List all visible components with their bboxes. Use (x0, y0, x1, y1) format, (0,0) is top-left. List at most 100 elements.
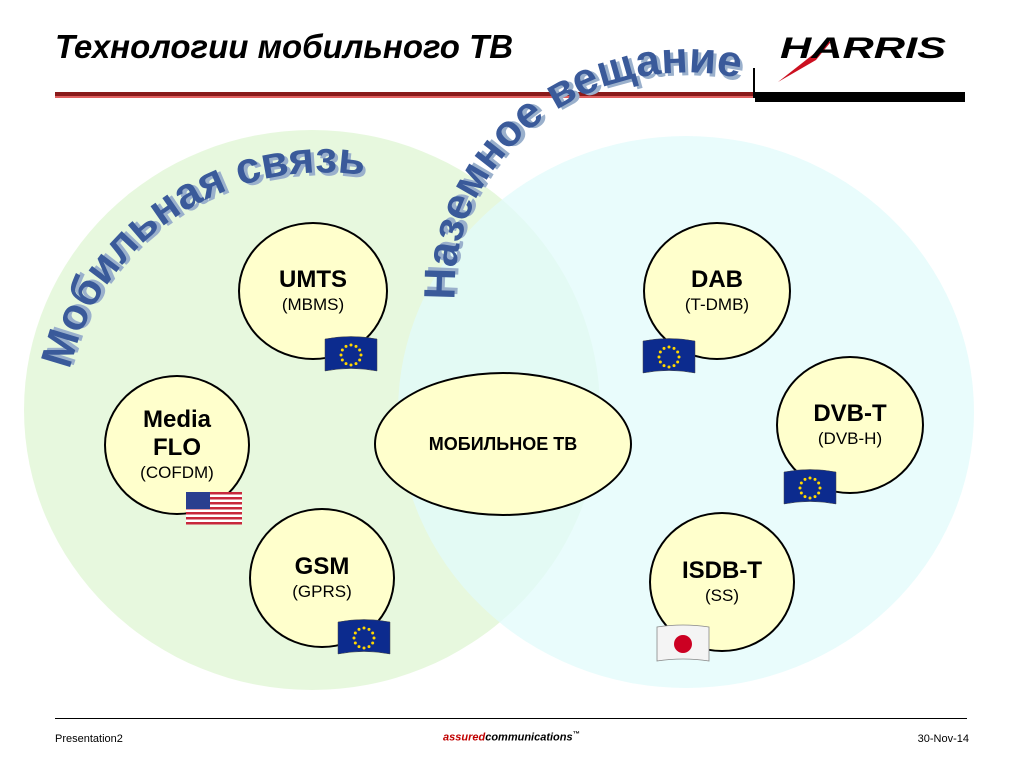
us-stripe (186, 494, 242, 497)
eu-star (339, 353, 343, 357)
us-stripe (186, 514, 242, 517)
eu-star (357, 645, 361, 649)
us-stripe (186, 517, 242, 520)
eu-star (803, 477, 807, 481)
eu-star (359, 353, 363, 357)
eu-star (357, 627, 361, 631)
us-stripe (186, 497, 242, 500)
eu-star (658, 360, 662, 364)
title-rule (55, 92, 755, 96)
eu-star (662, 364, 666, 368)
eu-star (799, 491, 803, 495)
footer-brand-communications: communications (485, 731, 573, 744)
eu-flag-icon (783, 469, 837, 505)
node-gsm-title: GSM (294, 553, 350, 581)
us-stripe (186, 499, 242, 502)
node-dab-subtitle: (T-DMB) (684, 294, 750, 314)
node-mobile-tv: МОБИЛЬНОЕ ТВ (374, 372, 632, 516)
node-mobile-tv-title: МОБИЛЬНОЕ ТВ (428, 433, 578, 454)
us-flag-icon (186, 492, 242, 525)
eu-star (372, 636, 376, 640)
footer-date: 30-Nov-14 (917, 733, 969, 745)
eu-star (817, 481, 821, 485)
title-rule-black (755, 92, 965, 102)
eu-star (358, 348, 362, 352)
eu-star (371, 631, 375, 635)
eu-star (676, 350, 680, 354)
footer-brand-assured: assured (443, 731, 486, 744)
eu-star (672, 364, 676, 368)
eu-star (672, 346, 676, 350)
eu-star (362, 626, 366, 630)
node-mediaflo-title-2: FLO (153, 433, 201, 461)
node-isdbt-subtitle: (SS) (705, 585, 739, 605)
eu-flag-icon (337, 619, 391, 655)
node-gsm-subtitle: (GPRS) (292, 581, 352, 601)
node-dvbt-subtitle: (DVB-H) (817, 428, 883, 448)
broadcast-circle (398, 136, 974, 688)
node-dvbt: DVB-T (DVB-H) (776, 356, 924, 494)
node-mediaflo: Media FLO (COFDM) (104, 375, 250, 515)
eu-flag-icon (324, 336, 378, 372)
logo-text: HARRIS (780, 32, 946, 65)
us-stripe (186, 507, 242, 510)
footer-brand-tm: ™ (572, 731, 580, 738)
eu-star (657, 355, 661, 359)
eu-star (367, 645, 371, 649)
eu-star (808, 476, 812, 480)
node-mediaflo-subtitle: (COFDM) (140, 462, 214, 482)
us-stripe (186, 512, 242, 515)
eu-star (676, 360, 680, 364)
eu-star (803, 495, 807, 499)
node-umts-title: UMTS (279, 266, 347, 294)
eu-star (353, 641, 357, 645)
node-dvbt-title: DVB-T (813, 400, 887, 428)
eu-star (367, 627, 371, 631)
node-umts-subtitle: (MBMS) (281, 294, 345, 314)
footer-rule (55, 718, 967, 719)
footer-presentation-name: Presentation2 (55, 733, 123, 745)
eu-star (662, 346, 666, 350)
us-stripe (186, 504, 242, 507)
us-stripe (186, 502, 242, 505)
eu-star (340, 358, 344, 362)
node-dab: DAB (T-DMB) (643, 222, 791, 360)
eu-star (354, 362, 358, 366)
node-isdbt-title: ISDB-T (682, 557, 762, 585)
harris-logo: HARRIS (778, 32, 946, 82)
eu-star (813, 495, 817, 499)
us-stripe (186, 509, 242, 512)
eu-star (798, 486, 802, 490)
eu-star (667, 345, 671, 349)
eu-star (344, 362, 348, 366)
eu-star (358, 358, 362, 362)
eu-flag-icon (642, 338, 696, 374)
title-rule-accent (55, 96, 755, 98)
eu-star (818, 486, 822, 490)
eu-star (340, 348, 344, 352)
node-dab-title: DAB (691, 266, 743, 294)
eu-star (677, 355, 681, 359)
eu-star (349, 363, 353, 367)
us-stripe (186, 519, 242, 522)
us-stripe (186, 492, 242, 495)
eu-star (362, 646, 366, 650)
eu-star (349, 343, 353, 347)
node-mediaflo-title-1: Media (142, 406, 211, 434)
page-title: Технологии мобильного ТВ (55, 28, 514, 65)
eu-star (352, 636, 356, 640)
jp-flag-icon (656, 624, 710, 662)
eu-star (799, 481, 803, 485)
eu-star (813, 477, 817, 481)
eu-star (371, 641, 375, 645)
us-stripe (186, 522, 242, 525)
eu-star (658, 350, 662, 354)
eu-star (667, 365, 671, 369)
eu-star (353, 631, 357, 635)
eu-star (354, 344, 358, 348)
footer-brand: assuredcommunications™ (443, 731, 580, 744)
eu-star (817, 491, 821, 495)
eu-star (344, 344, 348, 348)
eu-star (808, 496, 812, 500)
title-rule-vertical (753, 68, 755, 98)
